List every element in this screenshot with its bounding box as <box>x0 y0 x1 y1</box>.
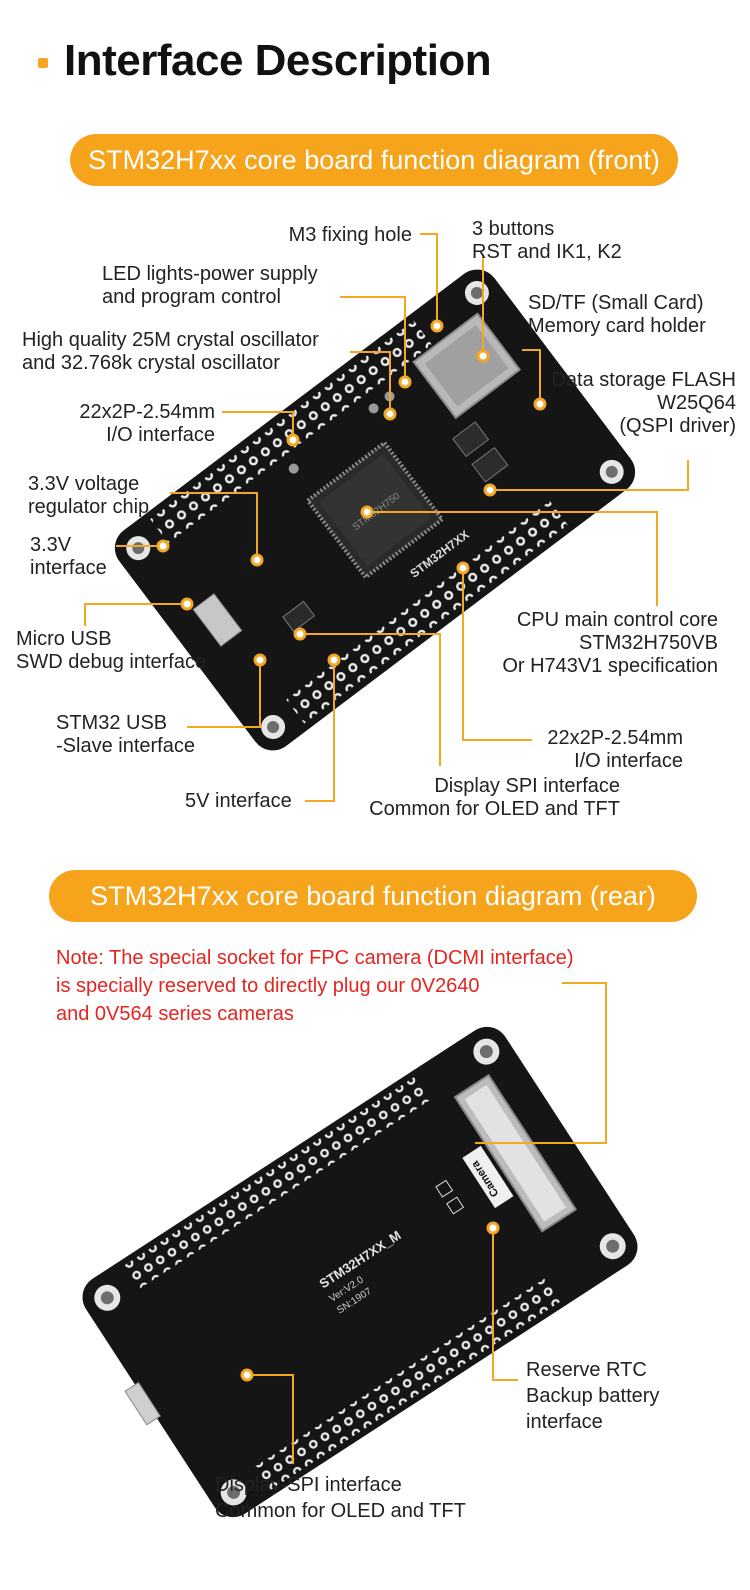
rear-leader-dots <box>240 1221 500 1382</box>
micro-usb-port <box>192 593 243 647</box>
page-title: Interface Description <box>64 36 492 85</box>
front-board: STM32H750 STM32H7XX <box>114 269 636 751</box>
rear-pin-header-top <box>123 1075 433 1290</box>
mounting-hole-icon <box>94 1038 626 1506</box>
pin-header-bottom <box>286 501 568 724</box>
rear-pin-header-bottom <box>254 1276 563 1491</box>
flash-chip <box>452 421 490 458</box>
front-leader-dots <box>156 319 547 667</box>
front-banner: STM32H7xx core board function diagram (f… <box>70 134 678 186</box>
rear-banner: STM32H7xx core board function diagram (r… <box>49 870 697 922</box>
regulator-chip <box>282 600 316 633</box>
pin-header-top <box>150 320 432 544</box>
bullet-icon <box>38 58 48 68</box>
rear-leader-lines <box>247 982 607 1464</box>
label-stm32-usb: STM32 USB-Slave interface <box>56 712 195 757</box>
label-5v: 5V interface <box>185 790 292 812</box>
front-leader-lines <box>84 233 689 802</box>
rear-board: Camera STM32H7XX_M Ver:V2.0 SN:1907 <box>82 1026 638 1518</box>
label-sd-card: SD/TF (Small Card)Memory card holder <box>528 292 706 337</box>
label-m3-fixing-hole: M3 fixing hole <box>288 224 412 246</box>
camera-note: Note: The special socket for FPC camera … <box>56 947 574 1025</box>
